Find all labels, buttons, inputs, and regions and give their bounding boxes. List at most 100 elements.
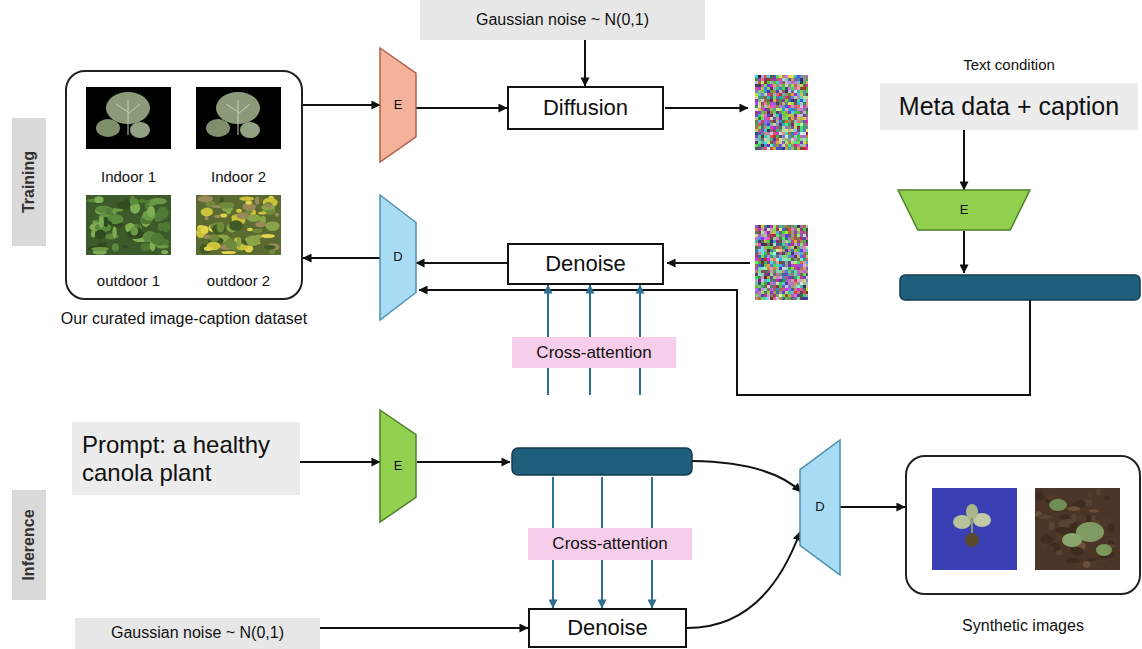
noise-pixel: [767, 225, 770, 228]
texture-blob: [201, 208, 213, 216]
connector-line: [589, 285, 591, 337]
noise-pixel: [791, 249, 794, 252]
noise-pixel: [755, 111, 758, 114]
noise-pixel: [806, 276, 808, 279]
process-box: Diffusion: [507, 86, 664, 130]
noise-pixel: [800, 258, 803, 261]
trapezoid-shape: [898, 190, 1030, 230]
noise-pixel: [773, 258, 776, 261]
noise-pixel: [758, 228, 761, 231]
noise-pixel: [782, 249, 785, 252]
noise-pixel: [794, 96, 797, 99]
noise-pixel: [797, 105, 800, 108]
noise-pixel: [761, 105, 764, 108]
noise-pixel: [770, 90, 773, 93]
noise-pixel: [764, 249, 767, 252]
noise-pixel: [779, 141, 782, 144]
noise-pixel: [761, 294, 764, 297]
noise-pixel: [767, 138, 770, 141]
texture-blob: [210, 234, 219, 242]
noise-pixel: [773, 282, 776, 285]
noise-pixel: [794, 246, 797, 249]
noise-pixel: [806, 126, 808, 129]
noise-pixel: [794, 297, 797, 300]
noise-pixel: [779, 93, 782, 96]
node-text: Cross-attention: [536, 343, 651, 363]
texture-blob: [221, 251, 236, 254]
flow-curve: [692, 461, 801, 492]
noise-pixel: [779, 102, 782, 105]
connector: [303, 105, 380, 106]
noise-pixel: [776, 126, 779, 129]
noise-pixel: [770, 291, 773, 294]
texture-blob: [1091, 515, 1096, 522]
dataset-box: Indoor 1Indoor 2outdoor 1outdoor 2Our cu…: [65, 70, 303, 300]
noise-pixel: [764, 228, 767, 231]
noise-pixel: [776, 243, 779, 246]
noise-pixel: [797, 135, 800, 138]
noise-pixel: [761, 117, 764, 120]
section-band: Training: [12, 118, 46, 246]
noise-pixel: [764, 87, 767, 90]
noise-pixel: [758, 132, 761, 135]
noise-pixel: [770, 117, 773, 120]
noise-pixel: [776, 87, 779, 90]
noise-pixel: [800, 99, 803, 102]
noise-pixel: [773, 291, 776, 294]
noise-pixel: [761, 246, 764, 249]
noise-pixel: [764, 231, 767, 234]
noise-pixel: [794, 135, 797, 138]
noise-pixel: [797, 234, 800, 237]
noise-pixel: [800, 87, 803, 90]
noise-pixel: [761, 114, 764, 117]
noise-pixel: [773, 249, 776, 252]
noise-pixel: [800, 291, 803, 294]
noise-pixel: [794, 282, 797, 285]
noise-pixel: [797, 126, 800, 129]
noise-pixel: [791, 93, 794, 96]
noise-pixel: [803, 270, 806, 273]
noise-pixel: [770, 75, 773, 78]
texture-blob: [1041, 535, 1053, 543]
noise-pixel: [755, 96, 758, 99]
attention-wire: [552, 477, 554, 528]
node-text: Meta data + caption: [899, 92, 1119, 121]
noise-pixel: [755, 108, 758, 111]
noise-pixel: [788, 78, 791, 81]
noise-pixel: [758, 105, 761, 108]
noise-pixel: [803, 141, 806, 144]
noise-pixel: [782, 231, 785, 234]
noise-pixel: [797, 258, 800, 261]
noise-pixel: [806, 99, 808, 102]
noise-pixel: [800, 114, 803, 117]
noise-pixel: [797, 138, 800, 141]
node-text: Prompt: a healthy canola plant: [82, 431, 290, 486]
noise-pixel: [755, 228, 758, 231]
noise-pixel: [785, 135, 788, 138]
noise-pixel: [767, 285, 770, 288]
noise-pixel: [782, 96, 785, 99]
noise-pixel: [764, 261, 767, 264]
leaf: [206, 119, 230, 137]
trapezoid-shape: [380, 195, 416, 320]
noise-pixel: [758, 276, 761, 279]
connector-line: [300, 461, 380, 463]
noise-pixel: [794, 132, 797, 135]
noise-pixel: [779, 147, 782, 150]
noise-pixel: [782, 252, 785, 255]
texture-blob: [1070, 547, 1083, 555]
noise-pixel: [782, 90, 785, 93]
noise-pixel: [806, 93, 808, 96]
texture-blob: [1046, 494, 1059, 500]
noise-pixel: [764, 237, 767, 240]
leaf: [96, 119, 120, 137]
noise-pixel: [791, 123, 794, 126]
noise-pixel: [770, 246, 773, 249]
noise-pixel: [785, 123, 788, 126]
noise-pixel: [758, 102, 761, 105]
noise-pixel: [797, 225, 800, 228]
noise-pixel: [779, 135, 782, 138]
texture-blob: [204, 247, 213, 251]
noise-pixel: [761, 234, 764, 237]
encoder-trapezoid: E: [380, 48, 416, 162]
